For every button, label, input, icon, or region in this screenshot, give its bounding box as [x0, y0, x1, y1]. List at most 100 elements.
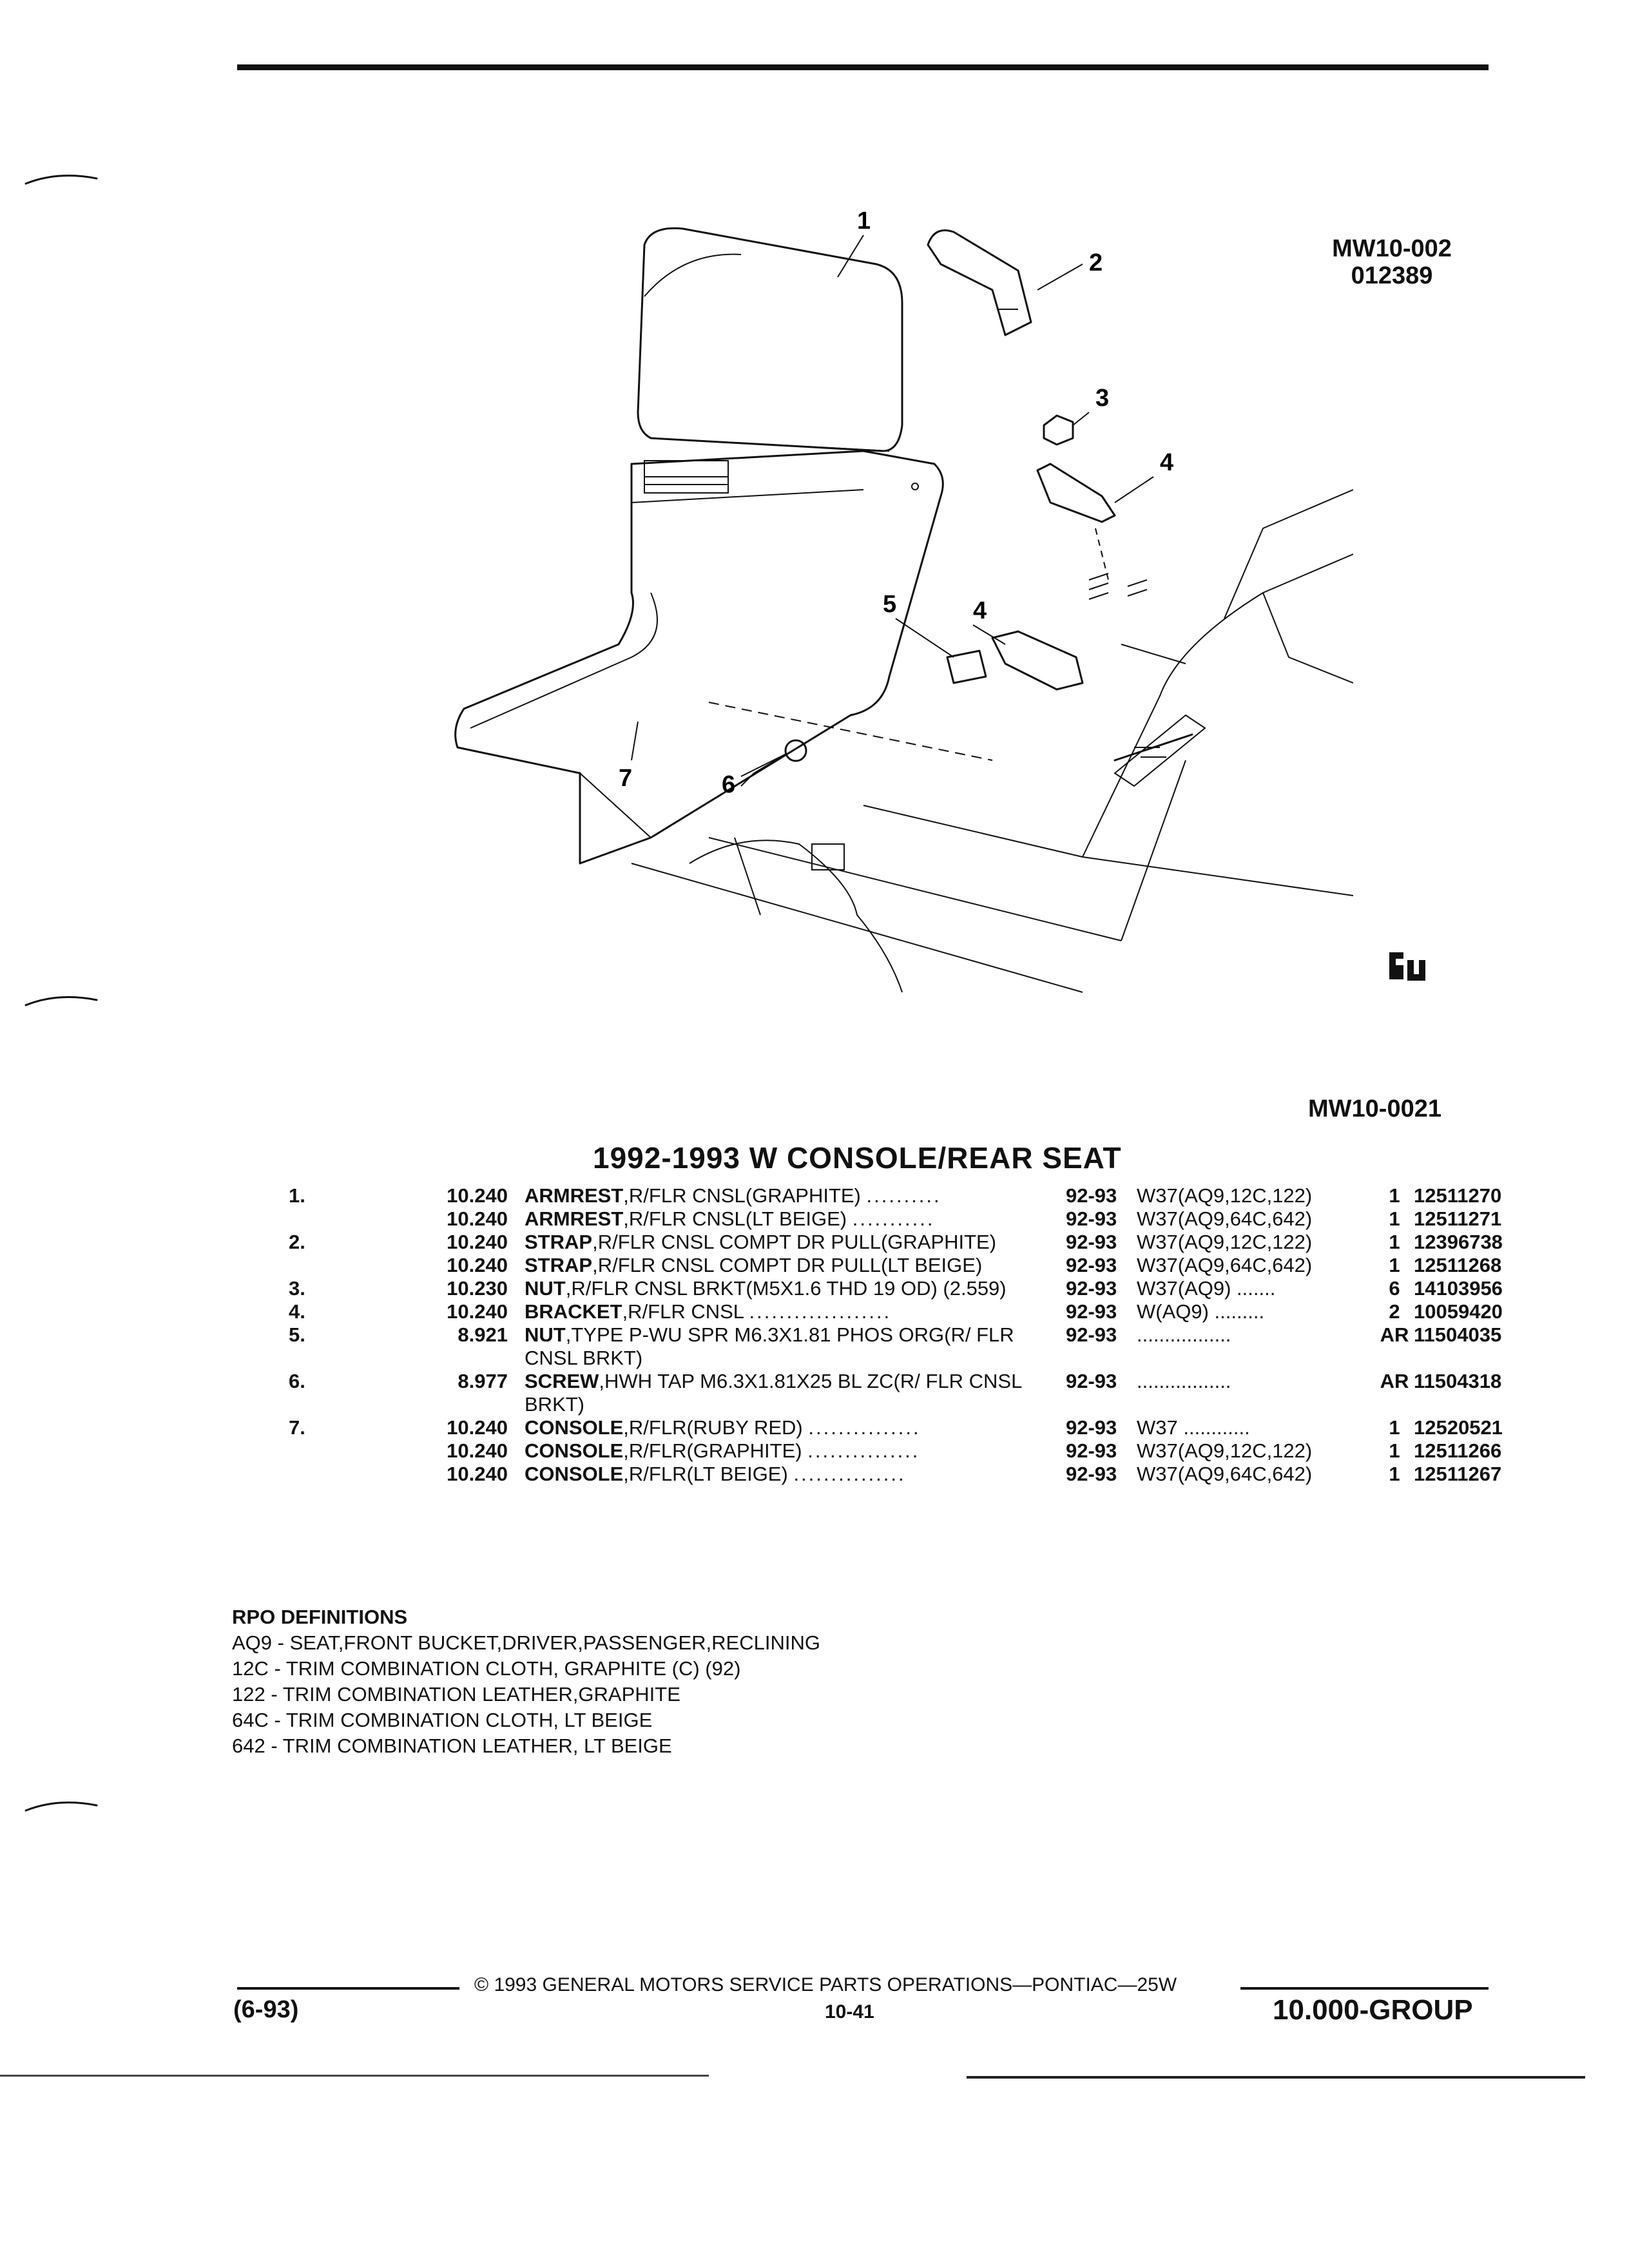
- part-spec: ,R/FLR CNSL BRKT(M5X1.6 THD 19 OD) (2.55…: [565, 1277, 1007, 1300]
- group-number: 8.977: [458, 1370, 508, 1392]
- group-number: 10.240: [447, 1207, 508, 1230]
- callout-7: 7: [619, 765, 632, 792]
- part-description: STRAP,R/FLR CNSL COMPT DR PULL(GRAPHITE): [525, 1231, 1066, 1254]
- group-number: 10.240: [447, 1439, 508, 1462]
- quantity: AR: [1380, 1370, 1409, 1392]
- rpo-line: 12C - TRIM COMBINATION CLOTH, GRAPHITE (…: [232, 1657, 741, 1680]
- application: .................: [1137, 1323, 1231, 1346]
- quantity: 1: [1389, 1254, 1400, 1276]
- quantity: 6: [1389, 1277, 1400, 1300]
- callout-1: 1: [857, 207, 871, 235]
- quantity: 1: [1389, 1184, 1400, 1207]
- leader-dots: ...........: [852, 1207, 935, 1230]
- part-description: CONSOLE,R/FLR(GRAPHITE) ...............: [525, 1439, 1066, 1463]
- footer-copyright: © 1993 GENERAL MOTORS SERVICE PARTS OPER…: [474, 1974, 1177, 1995]
- footer-rule-left: [237, 1987, 459, 1990]
- model-years: 92-93: [1066, 1254, 1117, 1276]
- model-years: 92-93: [1066, 1370, 1117, 1392]
- group-number: 10.240: [447, 1416, 508, 1439]
- item-number: [284, 1254, 360, 1277]
- group-number: 10.240: [447, 1300, 508, 1323]
- table-row: 10.240 CONSOLE,R/FLR(GRAPHITE) ..........…: [284, 1439, 1543, 1463]
- application: W37(AQ9,12C,122): [1137, 1231, 1313, 1253]
- part-name: ARMREST: [525, 1207, 624, 1230]
- table-row: 3. 10.230 NUT,R/FLR CNSL BRKT(M5X1.6 THD 1…: [284, 1277, 1543, 1300]
- part-number: 12511267: [1414, 1463, 1502, 1485]
- application: W37(AQ9,12C,122): [1137, 1184, 1313, 1207]
- console-illustration: 1 2 3 4 5 4 6 7: [454, 207, 1353, 993]
- bracket-part-lower: [991, 630, 1084, 691]
- binder-mark-1: [24, 175, 98, 185]
- item-number: [284, 1463, 360, 1486]
- leader-dots: ...............: [808, 1416, 921, 1439]
- part-spec: ,R/FLR CNSL COMPT DR PULL(GRAPHITE): [592, 1231, 997, 1253]
- rpo-definitions: RPO DEFINITIONS AQ9 - SEAT,FRONT BUCKET,…: [232, 1604, 820, 1759]
- model-years: 92-93: [1066, 1277, 1117, 1300]
- part-description: CONSOLE,R/FLR(LT BEIGE) ...............: [525, 1463, 1066, 1486]
- quantity: 1: [1389, 1207, 1400, 1230]
- part-name: ARMREST: [525, 1184, 624, 1207]
- item-number: [284, 1439, 360, 1463]
- part-number: 10059420: [1414, 1300, 1503, 1323]
- callout-5: 5: [883, 591, 896, 618]
- part-number: 12511268: [1414, 1254, 1502, 1276]
- part-number: 11504318: [1414, 1370, 1502, 1392]
- table-row: 6. 8.977 SCREW,HWH TAP M6.3X1.81X25 BL ZC(…: [284, 1370, 1543, 1416]
- part-number: 12511266: [1414, 1439, 1502, 1462]
- application: W(AQ9) .........: [1137, 1300, 1265, 1323]
- footer-date: (6-93): [233, 1996, 299, 2023]
- callout-4: 4: [1160, 449, 1173, 476]
- callout-3: 3: [1095, 385, 1109, 412]
- part-name: SCREW: [525, 1370, 599, 1392]
- group-number: 10.240: [447, 1231, 508, 1253]
- item-number: 3.: [289, 1277, 305, 1300]
- item-number: [284, 1207, 360, 1231]
- top-rule: [237, 64, 1489, 70]
- model-years: 92-93: [1066, 1463, 1117, 1485]
- nut-part: [1043, 414, 1074, 446]
- callout-2: 2: [1089, 249, 1103, 276]
- figure-code: MW10-0021: [1308, 1095, 1441, 1122]
- leader-dots: ..........: [866, 1184, 941, 1207]
- part-name: CONSOLE: [525, 1463, 624, 1485]
- application: W37(AQ9) .......: [1137, 1277, 1276, 1300]
- item-number: 6.: [289, 1370, 305, 1392]
- model-years: 92-93: [1066, 1184, 1117, 1207]
- part-description: NUT,TYPE P-WU SPR M6.3X1.81 PHOS ORG(R/ …: [525, 1323, 1066, 1370]
- leader-dots: ...............: [807, 1439, 920, 1462]
- rpo-line: AQ9 - SEAT,FRONT BUCKET,DRIVER,PASSENGER…: [232, 1631, 820, 1654]
- group-number: 10.240: [447, 1184, 508, 1207]
- model-years: 92-93: [1066, 1416, 1117, 1439]
- application: W37 ............: [1137, 1416, 1250, 1439]
- part-number: 12396738: [1414, 1231, 1503, 1253]
- part-number: 14103956: [1414, 1277, 1503, 1300]
- spring-nut-part: [946, 649, 987, 684]
- leader-dots: ...................: [749, 1300, 892, 1323]
- part-number: 12520521: [1414, 1416, 1503, 1439]
- part-description: SCREW,HWH TAP M6.3X1.81X25 BL ZC(R/ FLR …: [525, 1370, 1066, 1416]
- part-name: NUT: [525, 1323, 566, 1346]
- model-years: 92-93: [1066, 1439, 1117, 1462]
- binder-mark-2: [24, 996, 98, 1006]
- part-spec: ,R/FLR(LT BEIGE): [623, 1463, 788, 1485]
- part-description: ARMREST,R/FLR CNSL(LT BEIGE) ...........: [525, 1207, 1066, 1231]
- group-number: 10.230: [447, 1277, 508, 1300]
- rpo-heading: RPO DEFINITIONS: [232, 1606, 408, 1628]
- part-number: 12511270: [1414, 1184, 1502, 1207]
- part-name: CONSOLE: [525, 1416, 624, 1439]
- strap-part: [927, 229, 1032, 336]
- leader-dots: ...............: [793, 1463, 906, 1485]
- footer-rule-right: [1240, 1987, 1489, 1990]
- part-name: STRAP: [525, 1254, 593, 1276]
- quantity: 1: [1389, 1439, 1400, 1462]
- quantity: AR: [1380, 1323, 1409, 1346]
- part-description: NUT,R/FLR CNSL BRKT(M5X1.6 THD 19 OD) (2…: [525, 1277, 1066, 1300]
- group-number: 8.921: [458, 1323, 508, 1346]
